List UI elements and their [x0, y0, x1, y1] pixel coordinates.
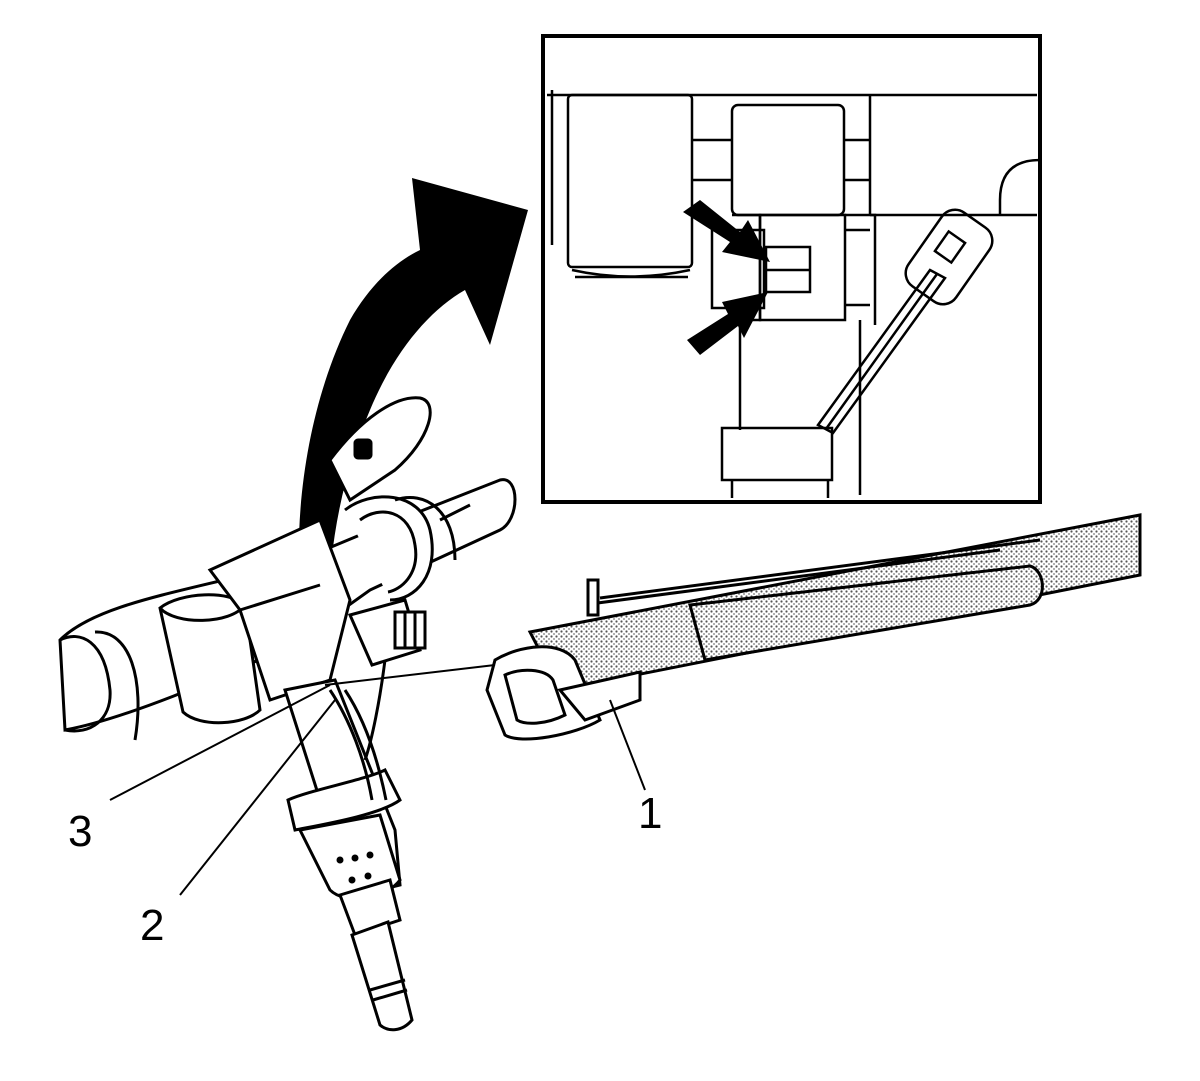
- leader-lines: [109, 684, 646, 896]
- curved-arrow-icon: [298, 178, 528, 670]
- tool-strap: [324, 513, 1142, 741]
- callout-3: 3: [68, 807, 92, 856]
- detail-inset: [541, 34, 1042, 504]
- callout-1: 1: [638, 789, 662, 838]
- callout-labels: 1 3 2: [68, 789, 662, 950]
- pointer-arrow-icon: [683, 200, 770, 355]
- callout-2: 2: [140, 901, 164, 950]
- steering-column: [58, 396, 517, 1032]
